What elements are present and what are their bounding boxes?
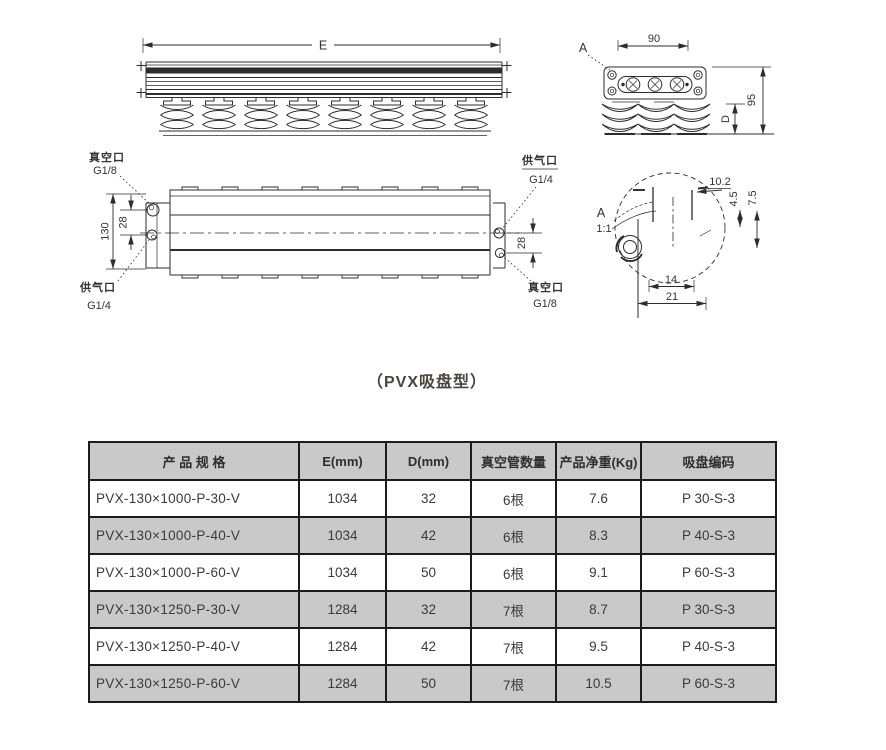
cell-model: PVX-130×1250-P-40-V bbox=[88, 627, 300, 666]
col-header-d-mm: D(mm) bbox=[385, 441, 472, 481]
cell-cup-code: P 60-S-3 bbox=[640, 553, 777, 592]
col-header-net-weight: 产品净重(Kg) bbox=[555, 441, 642, 481]
dim-d-label: D bbox=[720, 115, 732, 123]
cell-e: 1034 bbox=[298, 516, 387, 555]
cell-d: 42 bbox=[385, 627, 472, 666]
dim-e-label: E bbox=[319, 39, 327, 53]
col-header-tube-count: 真空管数量 bbox=[470, 441, 557, 481]
cell-tube-count: 6根 bbox=[470, 479, 557, 518]
port-label-supply-bottom-left: 供气口 bbox=[79, 280, 116, 294]
plan-view-drawing: 130 28 28 真空口 G1/8 供气口 G1/4 供气口 G1/4 真空口… bbox=[79, 150, 564, 312]
cell-weight: 7.6 bbox=[555, 479, 642, 518]
cell-e: 1034 bbox=[298, 479, 387, 518]
dim-10-2-label: 10.2 bbox=[709, 176, 730, 188]
cell-weight: 10.5 bbox=[555, 664, 642, 703]
cell-weight: 9.1 bbox=[555, 553, 642, 592]
port-label-vacuum-top-left: 真空口 bbox=[89, 150, 125, 164]
port-label-vacuum-bottom-right: 真空口 bbox=[528, 280, 564, 294]
cell-weight: 8.7 bbox=[555, 590, 642, 629]
cell-e: 1284 bbox=[298, 590, 387, 629]
cell-model: PVX-130×1000-P-60-V bbox=[88, 553, 300, 592]
view-a-marker: A bbox=[579, 41, 588, 55]
cell-cup-code: P 40-S-3 bbox=[640, 516, 777, 555]
dim-28-right-label: 28 bbox=[516, 237, 528, 249]
dim-90-label: 90 bbox=[648, 33, 660, 45]
port-thread-bottom-left: G1/4 bbox=[87, 300, 111, 312]
col-header-cup-code: 吸盘编码 bbox=[640, 441, 777, 481]
table-row: PVX-130×1000-P-30-V 1034 32 6根 7.6 P 30-… bbox=[88, 479, 777, 518]
caption: （PVX吸盘型） bbox=[366, 374, 488, 391]
port-label-supply-top-right: 供气口 bbox=[521, 153, 558, 167]
side-view-drawing: E bbox=[136, 38, 512, 136]
cell-cup-code: P 30-S-3 bbox=[640, 479, 777, 518]
technical-drawings: E A 90 bbox=[79, 33, 774, 318]
cell-tube-count: 6根 bbox=[470, 553, 557, 592]
cell-e: 1284 bbox=[298, 664, 387, 703]
cell-d: 50 bbox=[385, 664, 472, 703]
cell-d: 32 bbox=[385, 479, 472, 518]
header-row: 产 品 规 格 E(mm) D(mm) 真空管数量 产品净重(Kg) 吸盘编码 bbox=[88, 441, 777, 481]
cell-cup-code: P 40-S-3 bbox=[640, 627, 777, 666]
cell-weight: 8.3 bbox=[555, 516, 642, 555]
cell-cup-code: P 60-S-3 bbox=[640, 664, 777, 703]
cell-tube-count: 7根 bbox=[470, 627, 557, 666]
cell-d: 32 bbox=[385, 590, 472, 629]
dim-28-left-label: 28 bbox=[118, 216, 130, 228]
table-row: PVX-130×1250-P-60-V 1284 50 7根 10.5 P 60… bbox=[88, 664, 777, 703]
detail-view-a-drawing: A 1:1 10.2 4.5 7.5 bbox=[596, 172, 760, 318]
dim-7-5-label: 7.5 bbox=[747, 190, 759, 205]
table-row: PVX-130×1250-P-40-V 1284 42 7根 9.5 P 40-… bbox=[88, 627, 777, 666]
dim-21-label: 21 bbox=[666, 291, 678, 303]
table-row: PVX-130×1000-P-40-V 1034 42 6根 8.3 P 40-… bbox=[88, 516, 777, 555]
cell-cup-code: P 30-S-3 bbox=[640, 590, 777, 629]
port-thread-bottom-right: G1/8 bbox=[533, 298, 557, 310]
dim-4-5-label: 4.5 bbox=[728, 191, 740, 206]
cell-weight: 9.5 bbox=[555, 627, 642, 666]
cell-model: PVX-130×1000-P-40-V bbox=[88, 516, 300, 555]
cell-tube-count: 6根 bbox=[470, 516, 557, 555]
col-header-e-mm: E(mm) bbox=[298, 441, 387, 481]
port-thread-top-left: G1/8 bbox=[93, 165, 117, 177]
cell-d: 42 bbox=[385, 516, 472, 555]
dim-95-label: 95 bbox=[746, 94, 758, 106]
cell-tube-count: 7根 bbox=[470, 664, 557, 703]
cell-d: 50 bbox=[385, 553, 472, 592]
dim-130-label: 130 bbox=[100, 222, 112, 240]
table-row: PVX-130×1000-P-60-V 1034 50 6根 9.1 P 60-… bbox=[88, 553, 777, 592]
end-view-drawing: A 90 D bbox=[579, 33, 774, 135]
table-row: PVX-130×1250-P-30-V 1284 32 7根 8.7 P 30-… bbox=[88, 590, 777, 629]
port-thread-top-right: G1/4 bbox=[529, 174, 553, 186]
cell-e: 1284 bbox=[298, 627, 387, 666]
dim-14-label: 14 bbox=[665, 274, 677, 286]
detail-view-scale: 1:1 bbox=[596, 223, 611, 235]
cell-model: PVX-130×1250-P-60-V bbox=[88, 664, 300, 703]
spec-table: 产 品 规 格 E(mm) D(mm) 真空管数量 产品净重(Kg) 吸盘编码 … bbox=[88, 441, 777, 703]
cell-model: PVX-130×1000-P-30-V bbox=[88, 479, 300, 518]
cell-model: PVX-130×1250-P-30-V bbox=[88, 590, 300, 629]
detail-view-label: A bbox=[597, 206, 606, 220]
cell-tube-count: 7根 bbox=[470, 590, 557, 629]
col-header-spec: 产 品 规 格 bbox=[88, 441, 300, 481]
cell-e: 1034 bbox=[298, 553, 387, 592]
